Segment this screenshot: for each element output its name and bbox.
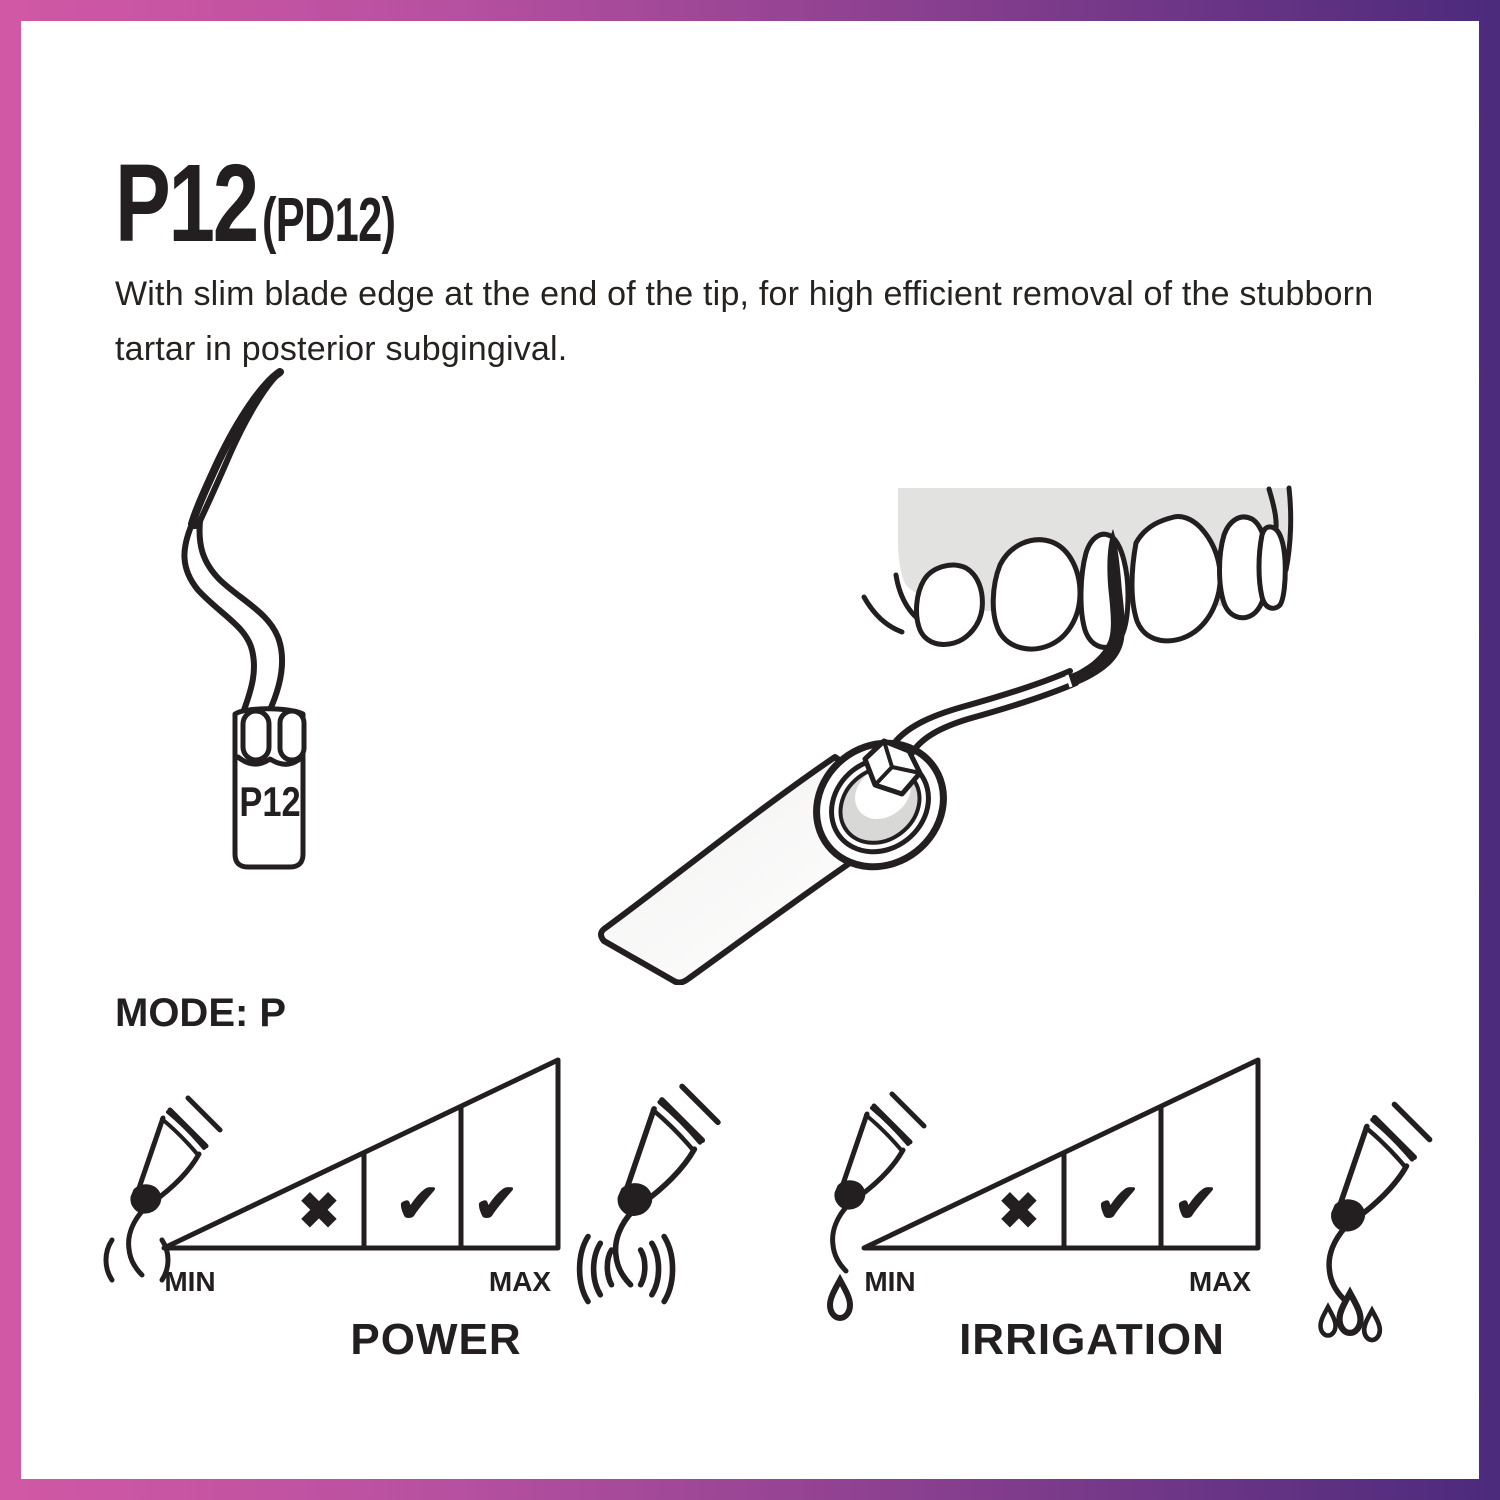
check-icon: ✔ bbox=[395, 1172, 440, 1235]
irrigation-gauge: ✖ ✔ ✔ MIN MAX IRRIGATION bbox=[790, 1057, 1450, 1360]
irrigation-triangle bbox=[861, 1057, 1261, 1251]
min-label: MIN bbox=[164, 1266, 215, 1297]
product-description: With slim blade edge at the end of the t… bbox=[115, 275, 1374, 368]
mode-label: MODE: P bbox=[115, 991, 287, 1035]
handpiece-multi-drop-icon bbox=[1329, 1104, 1430, 1299]
multi-drop-icon bbox=[1321, 1293, 1380, 1340]
handpiece bbox=[598, 668, 1079, 985]
teeth bbox=[861, 514, 1288, 652]
cross-icon: ✖ bbox=[998, 1182, 1040, 1240]
product-model: P12 bbox=[115, 142, 259, 265]
min-label: MIN bbox=[864, 1266, 915, 1297]
tip-blade bbox=[181, 368, 285, 715]
tip-base-label: P12 bbox=[239, 779, 300, 826]
gauge-title: POWER bbox=[350, 1315, 521, 1360]
check-icon: ✔ bbox=[1095, 1172, 1140, 1235]
product-header: P12 (PD12) bbox=[115, 149, 452, 259]
max-label: MAX bbox=[489, 1266, 552, 1297]
product-variant: (PD12) bbox=[261, 186, 396, 255]
check-icon: ✔ bbox=[1173, 1172, 1218, 1235]
tip-base: P12 bbox=[232, 706, 307, 870]
scaler-tip bbox=[1065, 529, 1125, 688]
max-label: MAX bbox=[1189, 1266, 1252, 1297]
handpiece-strong-vibration-icon bbox=[616, 1086, 718, 1284]
cross-icon: ✖ bbox=[298, 1182, 340, 1240]
check-icon: ✔ bbox=[473, 1172, 518, 1235]
tip-illustration: P12 bbox=[181, 368, 307, 870]
power-triangle bbox=[161, 1057, 561, 1251]
gauge-title: IRRIGATION bbox=[959, 1315, 1225, 1360]
power-gauge: ✖ ✔ ✔ MIN MAX POWER bbox=[90, 1057, 750, 1360]
single-drop-icon bbox=[830, 1280, 850, 1318]
weak-vibration-icon bbox=[106, 1240, 168, 1280]
usage-illustration bbox=[598, 485, 1294, 985]
strong-vibration-icon bbox=[580, 1237, 673, 1302]
page: P12 (PD12) With slim blade edge at the e… bbox=[21, 21, 1479, 1479]
